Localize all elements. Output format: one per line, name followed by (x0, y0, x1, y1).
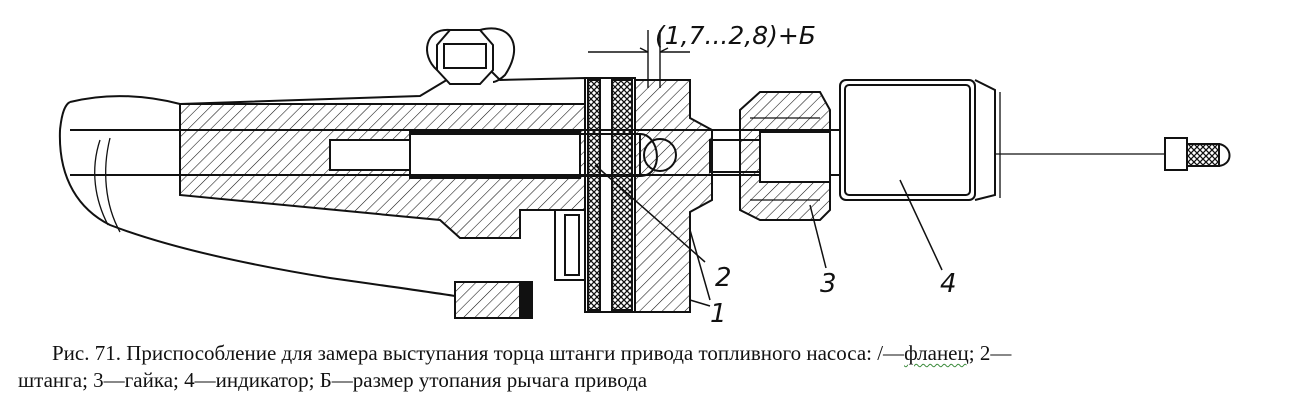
technical-drawing: (1,7...2,8)+Б 1 2 3 4 (58, 21, 1231, 329)
caption-flagged-word: фланец (904, 341, 969, 365)
housing-outline (69, 58, 586, 106)
caption-line-1-tail: ; 2— (968, 341, 1012, 365)
dimension-marker (588, 30, 690, 88)
caption-line-1: Рис. 71. Приспособление для замера высту… (18, 340, 1294, 367)
flange (519, 77, 713, 319)
hex-nut-top (426, 27, 516, 85)
nut (739, 91, 831, 221)
dimension-label: (1,7...2,8)+Б (655, 21, 816, 50)
rod (70, 129, 860, 177)
callout-2: 2 (715, 263, 732, 293)
callout-1: 1 (710, 299, 727, 329)
callout-4: 4 (940, 269, 957, 299)
dial-indicator (839, 79, 1231, 201)
caption-line-2: штанга; 3—гайка; 4—индикатор; Б—размер у… (18, 368, 648, 392)
callout-3: 3 (820, 269, 837, 299)
figure-caption: Рис. 71. Приспособление для замера высту… (18, 340, 1294, 394)
caption-line-1-main: Рис. 71. Приспособление для замера высту… (52, 341, 905, 365)
callout-leaders (594, 164, 943, 307)
